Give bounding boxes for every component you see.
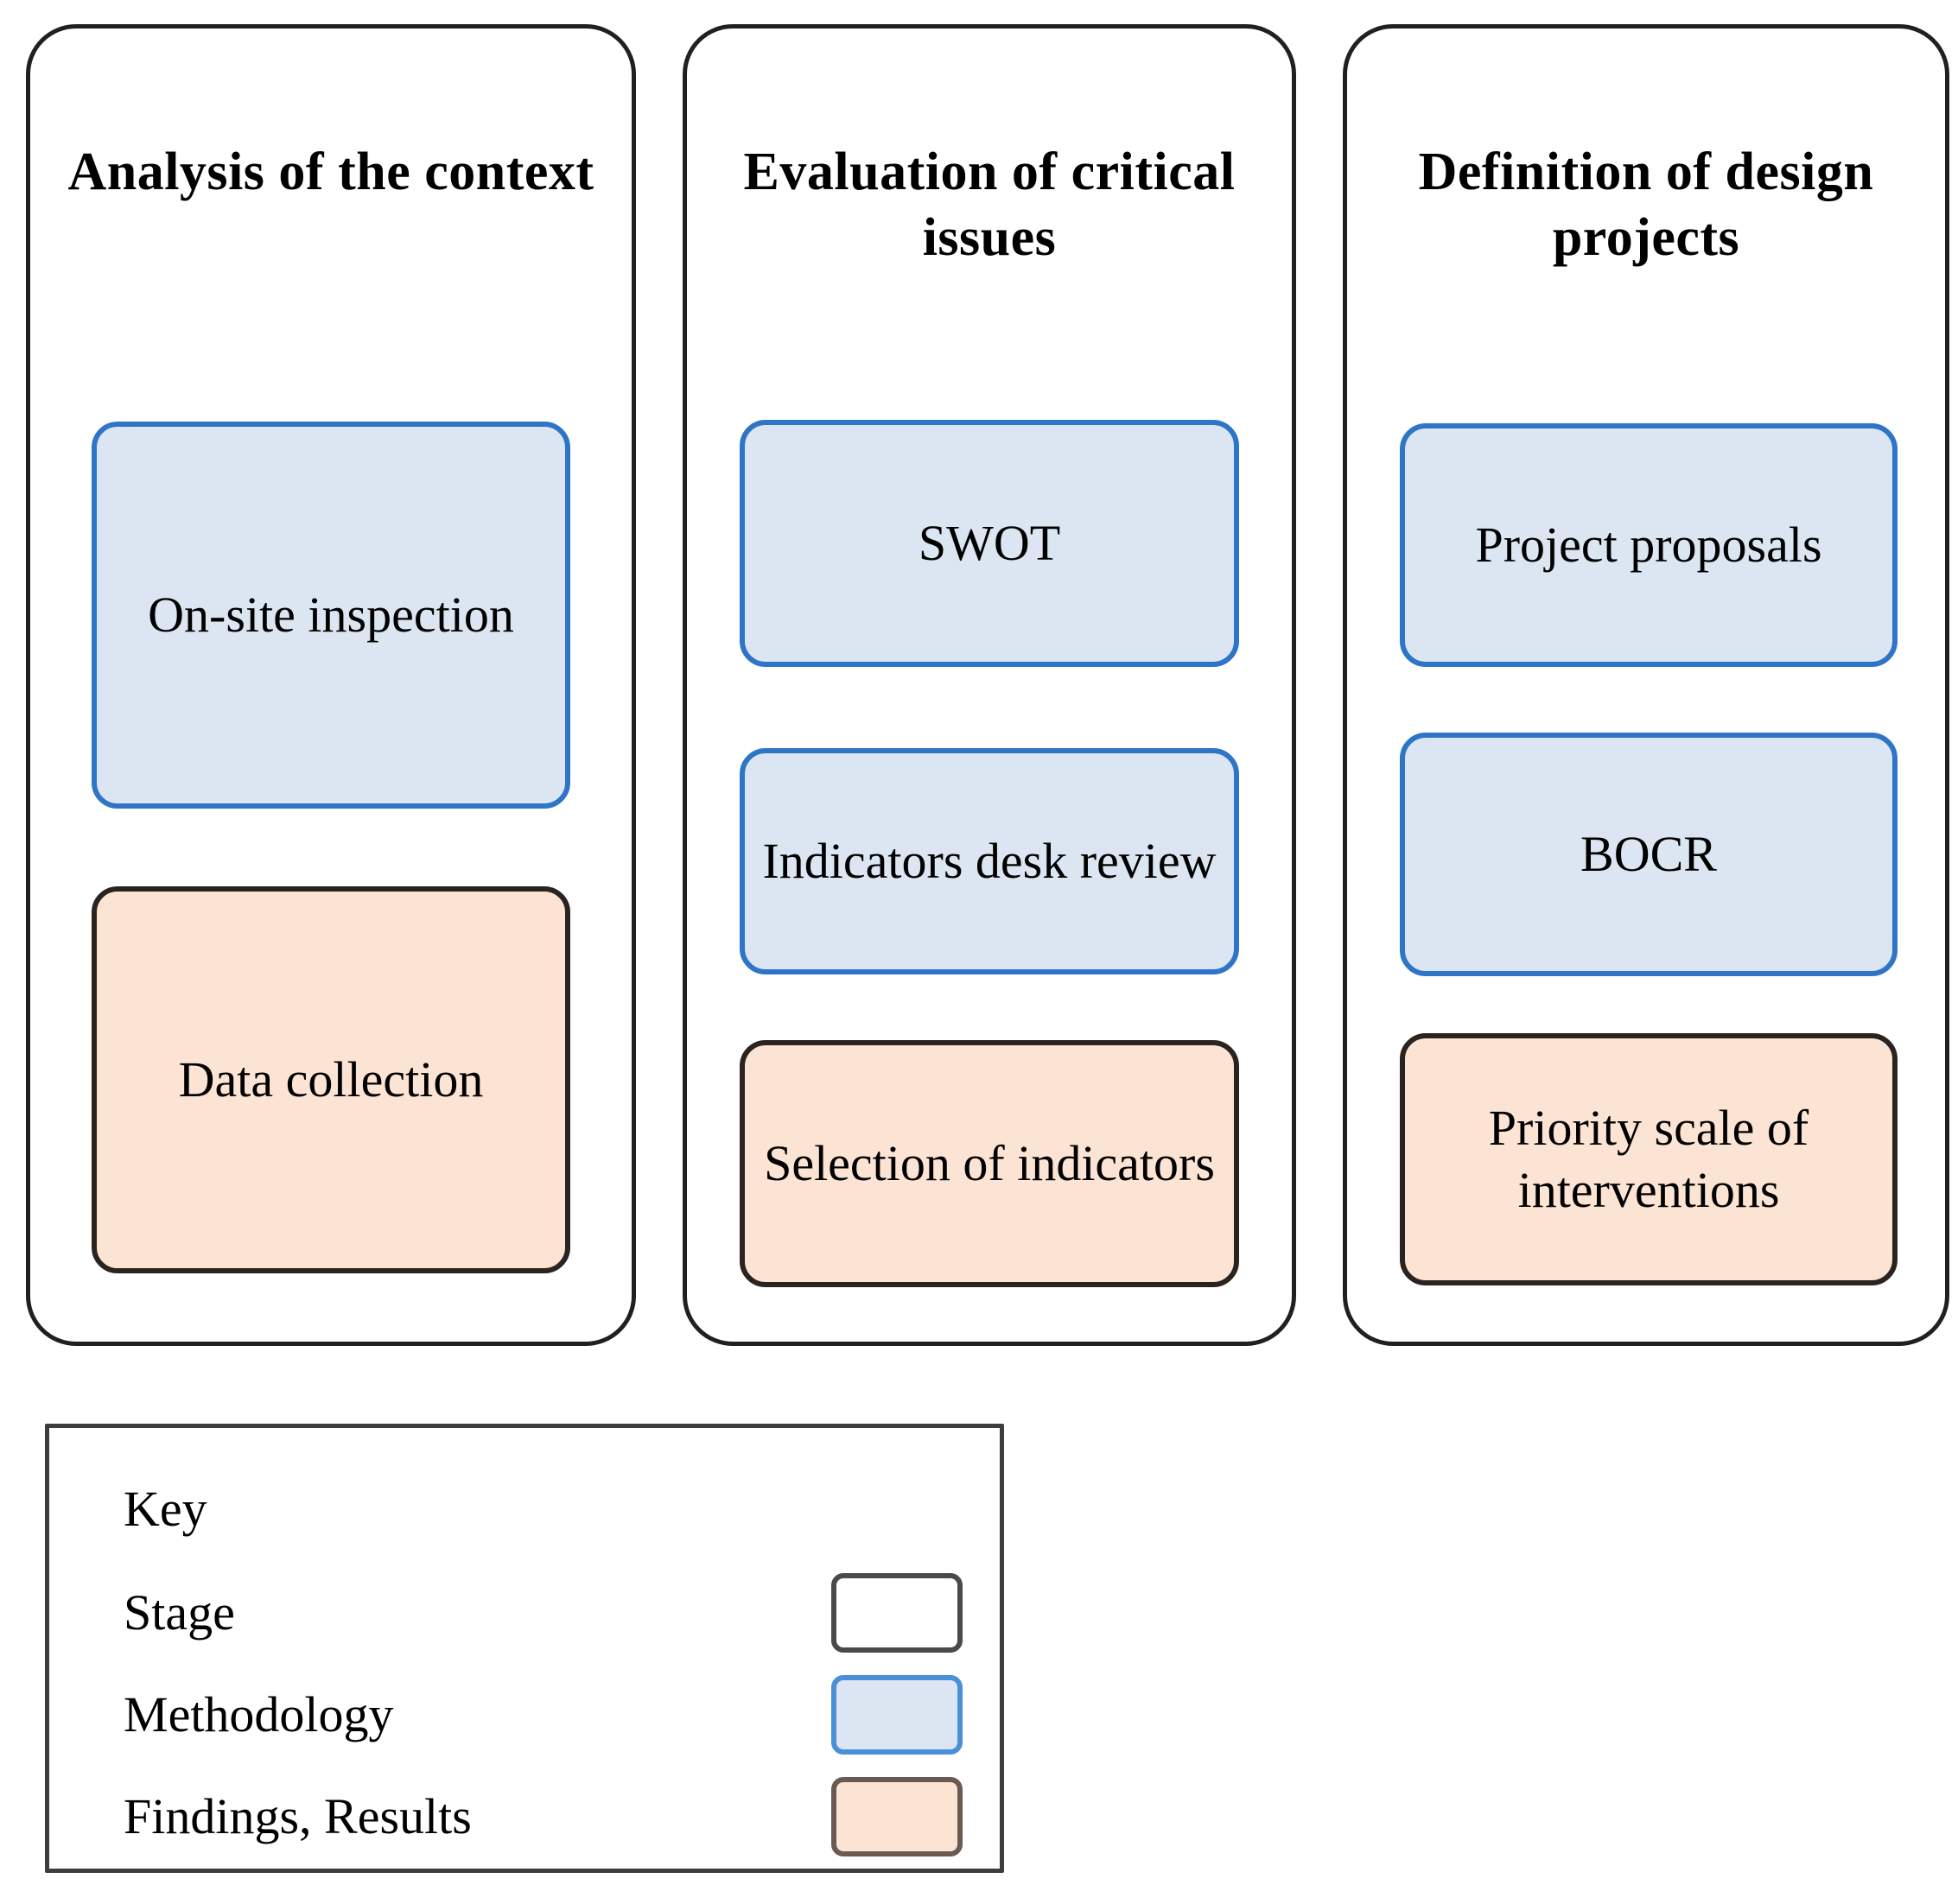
legend-label-stage: Stage (124, 1584, 235, 1641)
item-label-project-proposals: Project proposals (1475, 516, 1822, 573)
item-box-priority-scale-of-interventions[interactable]: Priority scale of interventions (1400, 1033, 1898, 1285)
item-label-selection-of-indicators: Selection of indicators (764, 1134, 1215, 1191)
item-label-indicators-desk-review: Indicators desk review (762, 832, 1217, 889)
legend-label-methodology: Methodology (124, 1686, 394, 1742)
item-box-project-proposals[interactable]: Project proposals (1400, 423, 1898, 667)
item-box-on-site-inspection[interactable]: On-site inspection (92, 422, 570, 809)
item-box-indicators-desk-review[interactable]: Indicators desk review (740, 748, 1239, 974)
legend-key-box: Key Stage Methodology Findings, Results (45, 1424, 1004, 1873)
item-box-bocr[interactable]: BOCR (1400, 733, 1898, 976)
item-label-bocr: BOCR (1580, 825, 1717, 882)
legend-row-stage[interactable]: Stage (49, 1573, 1000, 1653)
item-box-selection-of-indicators[interactable]: Selection of indicators (740, 1040, 1239, 1287)
legend-label-findings-results: Findings, Results (124, 1788, 472, 1844)
item-box-swot[interactable]: SWOT (740, 420, 1239, 667)
stage-title-definition-of-design-projects: Definition of design projects (1418, 143, 1874, 267)
legend-swatch-findings-icon (831, 1777, 963, 1856)
item-label-priority-scale-of-interventions: Priority scale of interventions (1488, 1099, 1809, 1219)
stage-title-analysis-of-the-context: Analysis of the context (67, 143, 594, 201)
item-box-data-collection[interactable]: Data collection (92, 886, 570, 1273)
item-label-on-site-inspection: On-site inspection (148, 586, 514, 643)
stage-title-evaluation-of-critical-issues: Evaluation of critical issues (743, 143, 1236, 267)
item-label-data-collection: Data collection (178, 1050, 484, 1107)
item-label-swot: SWOT (918, 514, 1061, 571)
legend-row-methodology[interactable]: Methodology (49, 1675, 1000, 1755)
legend-heading-row: Key (49, 1469, 1000, 1549)
legend-heading-label: Key (124, 1481, 207, 1537)
legend-row-findings-results[interactable]: Findings, Results (49, 1777, 1000, 1856)
legend-swatch-stage-icon (831, 1573, 963, 1653)
legend-swatch-methodology-icon (831, 1675, 963, 1755)
